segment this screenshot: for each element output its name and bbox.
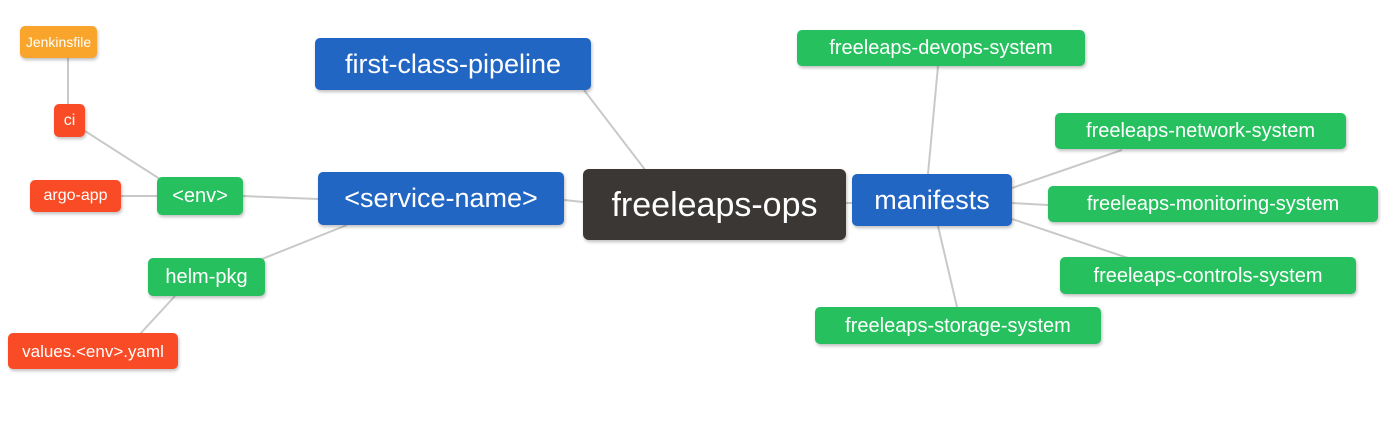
node-manifests[interactable]: manifests — [852, 174, 1012, 226]
node-helm-pkg[interactable]: helm-pkg — [148, 258, 265, 296]
edge-env-ci — [84, 130, 164, 182]
edge-service-name-helm-pkg — [261, 224, 348, 260]
edge-manifests-storage-system — [937, 225, 958, 308]
node-ci[interactable]: ci — [54, 104, 85, 137]
node-argo-app[interactable]: argo-app — [30, 180, 121, 212]
edge-manifests-controls-system — [1011, 218, 1129, 259]
node-first-class-pipeline[interactable]: first-class-pipeline — [315, 38, 591, 90]
node-freeleaps-monitoring-system[interactable]: freeleaps-monitoring-system — [1048, 186, 1378, 222]
node-freeleaps-ops-root[interactable]: freeleaps-ops — [583, 169, 846, 240]
edge-manifests-devops-system — [927, 65, 939, 175]
edge-service-name-env — [242, 195, 319, 200]
node-values-env-yaml[interactable]: values.<env>.yaml — [8, 333, 178, 369]
node-freeleaps-controls-system[interactable]: freeleaps-controls-system — [1060, 257, 1356, 294]
edge-ops-first-class-pipeline — [583, 89, 647, 172]
node-env[interactable]: <env> — [157, 177, 243, 215]
node-freeleaps-storage-system[interactable]: freeleaps-storage-system — [815, 307, 1101, 344]
node-service-name[interactable]: <service-name> — [318, 172, 564, 225]
node-freeleaps-network-system[interactable]: freeleaps-network-system — [1055, 113, 1346, 149]
edge-helm-pkg-values-env-yaml — [139, 295, 176, 335]
node-jenkinsfile[interactable]: Jenkinsfile — [20, 26, 97, 58]
edge-manifests-network-system — [1011, 149, 1123, 189]
node-freeleaps-devops-system[interactable]: freeleaps-devops-system — [797, 30, 1085, 66]
edge-ops-service-name — [563, 199, 584, 203]
edge-manifests-monitoring-system — [1011, 202, 1049, 206]
